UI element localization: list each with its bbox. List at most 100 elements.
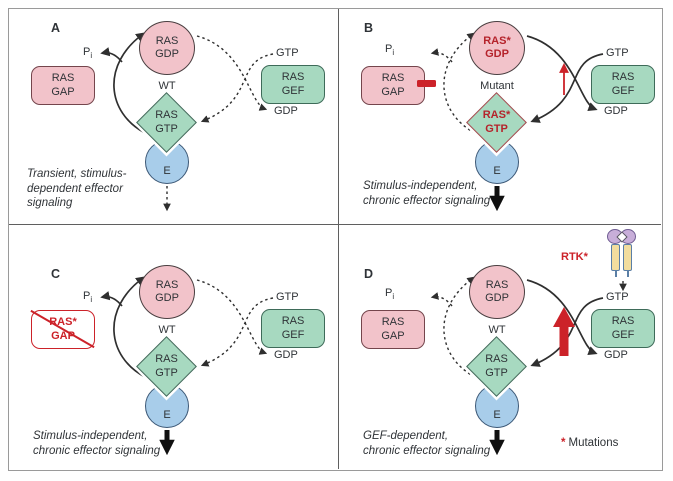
ras-gtp-line2: GTP <box>485 122 508 135</box>
effector-label: E <box>493 409 501 421</box>
arrow-layer-d <box>430 276 627 456</box>
gdp-release-arrow <box>526 279 598 356</box>
ras-gap-line2: GAP <box>381 85 405 98</box>
ras-gef-node: RAS GEF <box>261 65 325 104</box>
effector-label: E <box>163 409 171 421</box>
ras-gdp-node: RAS GDP <box>139 21 195 75</box>
ras-gtp-line2: GTP <box>485 366 508 379</box>
rtk-stem-right <box>626 271 629 277</box>
gdp-release-arrow <box>526 35 598 112</box>
arrow-layer-a <box>100 32 274 212</box>
gap-hydrolysis-arrow <box>113 32 146 134</box>
panel-letter: D <box>364 267 374 281</box>
panel-b: B Pi RAS GAP RAS* GDP Mutant GTP RAS GEF… <box>338 9 661 224</box>
ras-gef-line2: GEF <box>281 328 305 341</box>
mutation-asterisk-icon: * <box>561 437 566 449</box>
ras-gef-node: RAS GEF <box>591 65 655 104</box>
genotype-label: WT <box>158 80 176 92</box>
gtp-substrate-label: GTP <box>606 47 629 59</box>
gdp-product-label: GDP <box>274 105 298 117</box>
ras-gdp-node: RAS GDP <box>139 265 195 319</box>
gdp-product-label: GDP <box>274 349 298 361</box>
pi-label: Pi <box>385 43 395 58</box>
panel-d: D Pi RAS GAP RAS GDP WT GTP RAS GEF GDP … <box>338 224 661 469</box>
ras-gef-line1: RAS <box>281 71 305 84</box>
panel-caption: Stimulus-independent, chronic effector s… <box>363 180 491 207</box>
gtp-loading-arrow <box>200 297 274 367</box>
rtk-receptor-icon: RTK* <box>561 229 637 283</box>
ras-gap-node: RAS GAP <box>361 66 425 105</box>
gap-hydrolysis-arrow <box>443 276 476 378</box>
pi-release-arrow <box>100 291 123 307</box>
ras-gef-node: RAS GEF <box>261 309 325 348</box>
panel-letter: B <box>364 21 374 35</box>
panel-caption: Transient, stimulus- dependent effector … <box>27 168 127 210</box>
ras-gap-node: RAS GAP <box>31 66 95 105</box>
ras-gdp-line1: RAS* <box>483 34 511 47</box>
mutations-legend: *Mutations <box>561 437 618 449</box>
arrow-layer-c <box>100 276 274 456</box>
ras-gtp-line1: RAS <box>485 353 508 366</box>
ras-gef-line2: GEF <box>611 328 635 341</box>
ras-gdp-line1: RAS <box>155 278 179 291</box>
gtp-substrate-label: GTP <box>606 291 629 303</box>
gdp-product-label: GDP <box>604 349 628 361</box>
ras-gdp-line1: RAS <box>155 34 179 47</box>
ras-gtp-line1: RAS <box>155 353 178 366</box>
gdp-product-label: GDP <box>604 105 628 117</box>
pi-label: Pi <box>83 46 93 61</box>
ras-gdp-line2: GDP <box>155 292 179 304</box>
gap-hydrolysis-arrow <box>113 276 146 378</box>
increased-exchange-arrow <box>553 307 575 356</box>
ras-gef-line2: GEF <box>281 84 305 97</box>
ras-gdp-node: RAS* GDP <box>469 21 525 75</box>
ras-gtp-line2: GTP <box>155 122 178 135</box>
gdp-release-arrow <box>196 35 268 111</box>
pi-label: Pi <box>83 290 93 305</box>
ras-gap-line1: RAS <box>381 316 405 329</box>
pi-release-arrow <box>100 47 123 63</box>
ras-gdp-line1: RAS <box>485 278 509 291</box>
pi-release-arrow <box>430 48 453 63</box>
gdp-release-arrow <box>196 279 268 355</box>
pi-label: Pi <box>385 287 395 302</box>
rtk-label: RTK* <box>561 251 588 263</box>
pi-release-arrow <box>430 292 453 307</box>
gtp-loading-arrow <box>200 53 274 123</box>
mutations-legend-label: Mutations <box>568 437 619 449</box>
genotype-label: Mutant <box>480 80 514 92</box>
ras-gtp-line2: GTP <box>155 366 178 379</box>
panel-a: A Pi RAS GAP RAS GDP WT GTP RAS GEF GDP … <box>9 9 338 224</box>
gtp-substrate-label: GTP <box>276 291 299 303</box>
gap-inhibition-bar <box>417 80 436 87</box>
rtk-transmembrane-right <box>623 244 632 271</box>
ras-gef-line2: GEF <box>611 84 635 97</box>
figure-frame: A Pi RAS GAP RAS GDP WT GTP RAS GEF GDP … <box>8 8 663 471</box>
ras-gap-line1: RAS <box>51 72 75 85</box>
ras-gdp-line2: GDP <box>155 48 179 60</box>
ras-gtp-line1: RAS* <box>482 109 511 122</box>
ras-gap-node: RAS GAP <box>361 310 425 349</box>
genotype-label: WT <box>158 324 176 336</box>
rtk-transmembrane-left <box>611 244 620 271</box>
arrow-layer-b <box>430 32 604 212</box>
panel-c: C Pi RAS* GAP RAS GDP WT GTP RAS GEF GDP… <box>9 224 338 469</box>
rtk-stem-left <box>614 271 617 277</box>
effector-label: E <box>163 165 171 177</box>
ras-gap-line1: RAS* <box>49 316 77 329</box>
panel-letter: A <box>51 21 61 35</box>
ras-gap-line2: GAP <box>51 85 75 98</box>
gap-hydrolysis-arrow <box>443 32 476 134</box>
genotype-label: WT <box>488 324 506 336</box>
ras-gef-line1: RAS <box>281 315 305 328</box>
gtp-loading-arrow <box>530 53 604 123</box>
ras-gef-node: RAS GEF <box>591 309 655 348</box>
panel-caption: Stimulus-independent, chronic effector s… <box>33 430 161 457</box>
ras-gap-line2: GAP <box>51 329 75 342</box>
ras-gdp-line2: GDP <box>485 292 509 304</box>
ras-gtp-line1: RAS <box>155 109 178 122</box>
ras-gef-line1: RAS <box>611 71 635 84</box>
ras-gdp-node: RAS GDP <box>469 265 525 319</box>
ras-gdp-line2: GDP <box>485 48 509 60</box>
ras-gap-node-mutated: RAS* GAP <box>31 310 95 349</box>
